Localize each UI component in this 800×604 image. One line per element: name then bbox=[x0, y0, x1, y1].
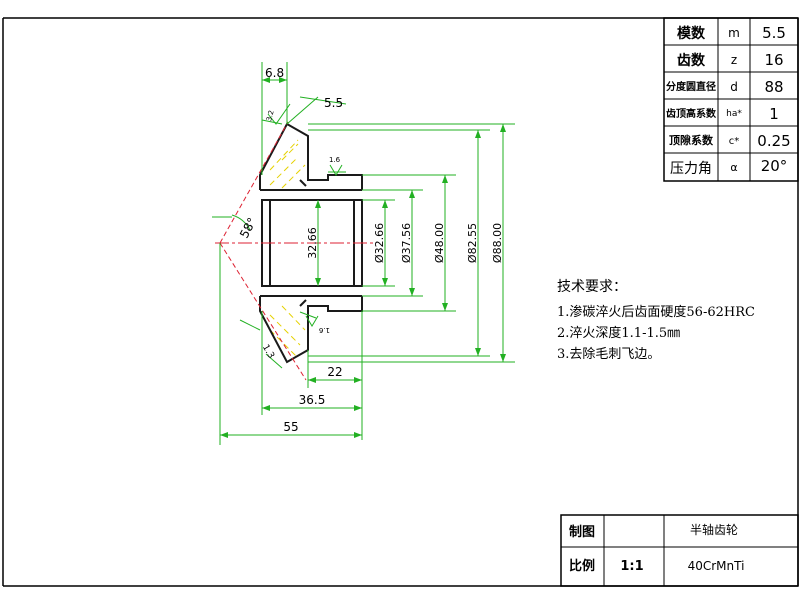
title-block-border bbox=[560, 514, 799, 587]
arrowhead bbox=[262, 405, 270, 411]
lower-section-outline bbox=[259, 296, 363, 364]
roughness-symbol-bottom bbox=[305, 315, 319, 327]
arrowhead bbox=[382, 278, 388, 286]
param-symbol: c* bbox=[729, 136, 740, 147]
dim-label-d32-66: Ø32.66 bbox=[373, 223, 386, 263]
leader-line bbox=[299, 96, 347, 105]
arrowhead bbox=[442, 175, 448, 183]
arrowhead bbox=[409, 190, 415, 198]
param-name: 模数 bbox=[677, 25, 706, 42]
gear-section-view: 6.8 5.5 3.2 1.6 1.6 58° 1.3 32.66 Ø32.66… bbox=[212, 62, 515, 445]
angle-arc bbox=[231, 214, 251, 231]
scale-value: 1:1 bbox=[620, 559, 643, 574]
param-symbol: m bbox=[728, 26, 740, 40]
param-symbol: d bbox=[730, 80, 738, 94]
arrowhead bbox=[220, 432, 228, 438]
dim-label-d48: Ø48.00 bbox=[433, 223, 446, 263]
arrowhead bbox=[475, 130, 481, 138]
dim-label-d37-56: Ø37.56 bbox=[400, 223, 413, 263]
part-name: 半轴齿轮 bbox=[690, 522, 738, 537]
arrowhead bbox=[308, 377, 316, 383]
param-symbol: ha* bbox=[726, 109, 742, 119]
param-value: 0.25 bbox=[757, 132, 790, 150]
title-block: 制图 半轴齿轮 比例 1:1 40CrMnTi bbox=[560, 514, 799, 587]
arrowheads bbox=[220, 77, 506, 438]
roughness-symbol-mid bbox=[329, 164, 343, 176]
leader-line bbox=[261, 119, 283, 125]
hatch-line bbox=[281, 305, 306, 331]
dim-label-d82-55: Ø82.55 bbox=[466, 223, 479, 263]
param-name: 压力角 bbox=[670, 161, 712, 177]
arrowhead bbox=[315, 200, 321, 208]
drawing-label: 制图 bbox=[569, 524, 595, 540]
param-name: 齿顶高系数 bbox=[666, 107, 717, 120]
param-value: 20° bbox=[761, 157, 788, 175]
roughness-symbols bbox=[267, 103, 343, 327]
arrowhead bbox=[279, 77, 287, 83]
hatch-line bbox=[281, 143, 299, 161]
leader-line bbox=[265, 353, 283, 369]
arrowhead bbox=[262, 77, 270, 83]
dim-label-5-5: 5.5 bbox=[324, 96, 343, 110]
hatch-line bbox=[269, 156, 299, 186]
arrowhead bbox=[382, 200, 388, 208]
dim-line bbox=[286, 96, 319, 125]
roughness-label-mid: 1.6 bbox=[329, 156, 341, 164]
roughness-symbol-top bbox=[267, 103, 291, 125]
arrowhead bbox=[442, 303, 448, 311]
groove-top bbox=[299, 179, 307, 187]
hatch-line bbox=[281, 164, 306, 189]
dim-label-bore: 32.66 bbox=[306, 227, 319, 259]
hatch-line bbox=[269, 329, 297, 357]
dimension-lines bbox=[212, 62, 515, 445]
param-value: 88 bbox=[764, 78, 783, 96]
dim-label-36-5: 36.5 bbox=[299, 393, 326, 407]
param-name: 顶隙系数 bbox=[669, 133, 714, 147]
requirement-item: 1.渗碳淬火后齿面硬度56-62HRC bbox=[557, 304, 755, 320]
dim-label-6-8: 6.8 bbox=[265, 66, 284, 80]
dim-label-55: 55 bbox=[283, 420, 298, 434]
param-symbol: α bbox=[730, 161, 737, 174]
gear-parameter-table: 模数 m 5.5 齿数 z 16 分度圆直径 d 88 齿顶高系数 ha* 1 … bbox=[663, 17, 799, 182]
requirement-item: 3.去除毛刺飞边。 bbox=[557, 347, 660, 362]
hatch-line bbox=[269, 139, 299, 171]
param-value: 1 bbox=[769, 105, 779, 123]
upper-section-outline bbox=[259, 122, 363, 190]
param-name: 齿数 bbox=[677, 52, 706, 69]
roughness-label-bottom: 1.6 bbox=[318, 326, 330, 334]
pitch-cone-upper bbox=[219, 121, 289, 244]
arrowhead bbox=[409, 288, 415, 296]
groove-bottom bbox=[299, 299, 307, 307]
scale-label: 比例 bbox=[569, 558, 595, 574]
arrowhead bbox=[354, 405, 362, 411]
pitch-cone-lower bbox=[219, 242, 307, 381]
arrowhead bbox=[315, 278, 321, 286]
leader-line bbox=[299, 311, 317, 319]
arrowhead bbox=[500, 354, 506, 362]
requirements-heading: 技术要求： bbox=[557, 279, 627, 295]
param-value: 16 bbox=[764, 51, 783, 69]
param-value: 5.5 bbox=[762, 24, 786, 42]
roughness-label-top: 3.2 bbox=[265, 109, 276, 122]
arrowhead bbox=[475, 348, 481, 356]
requirement-item: 2.淬火深度1.1-1.5㎜ bbox=[557, 325, 680, 341]
param-name: 分度圆直径 bbox=[666, 80, 716, 93]
dim-label-22: 22 bbox=[327, 365, 342, 379]
leader-line bbox=[239, 319, 261, 331]
arrowhead bbox=[500, 124, 506, 132]
pitch-cone-lines bbox=[219, 121, 307, 381]
hatch-line bbox=[269, 314, 301, 346]
technical-requirements: 技术要求： 1.渗碳淬火后齿面硬度56-62HRC 2.淬火深度1.1-1.5㎜… bbox=[557, 279, 755, 362]
dim-label-d88: Ø88.00 bbox=[491, 223, 504, 263]
param-symbol: z bbox=[731, 53, 737, 67]
dimension-labels: 6.8 5.5 3.2 1.6 1.6 58° 1.3 32.66 Ø32.66… bbox=[237, 66, 504, 434]
arrowhead bbox=[354, 432, 362, 438]
arrowhead bbox=[354, 377, 362, 383]
material: 40CrMnTi bbox=[688, 559, 745, 573]
